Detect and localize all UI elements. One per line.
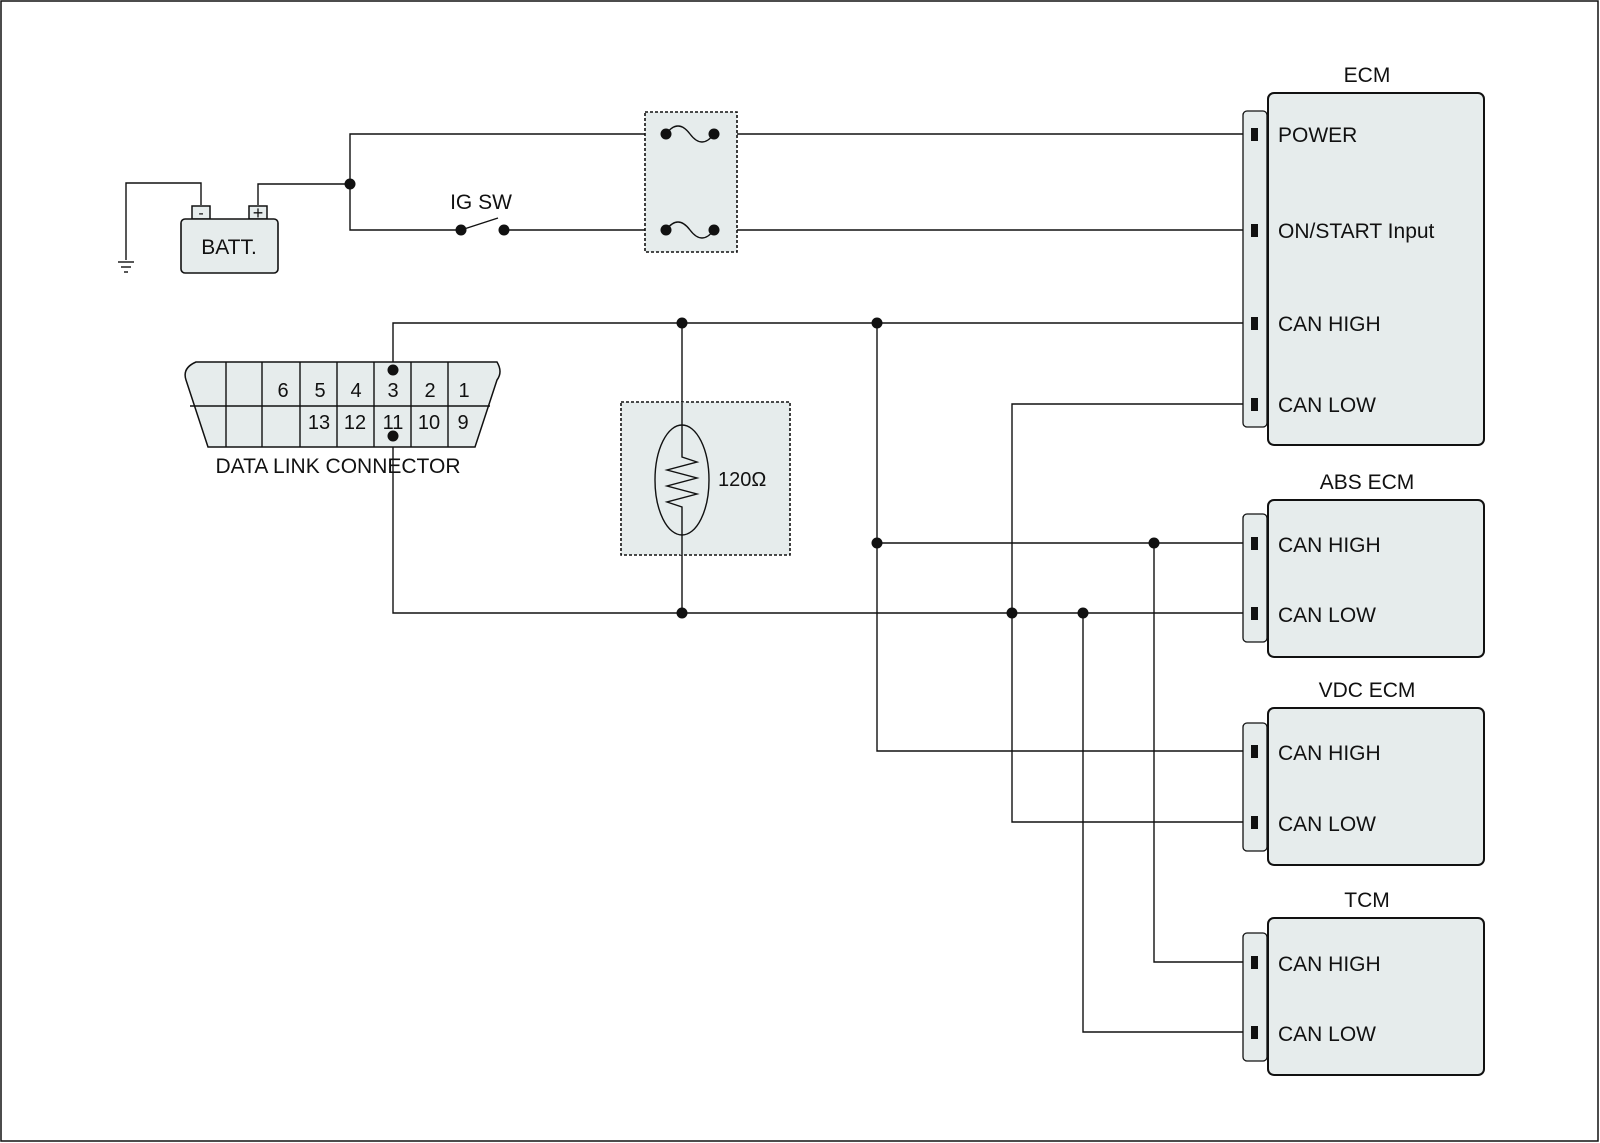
pin-label-can-high: CAN HIGH (1278, 534, 1381, 557)
dlc-pin-12: 12 (344, 412, 366, 434)
can-low-tcm-wire (1082, 613, 1252, 1033)
dlc-pin-10: 10 (418, 412, 440, 434)
wires (125, 133, 1252, 1033)
pin-terminal (1251, 607, 1258, 620)
dlc-pin-2: 2 (424, 380, 435, 402)
pin-label-can-low: CAN LOW (1278, 604, 1376, 627)
module-title: VDC ECM (1319, 679, 1416, 702)
dlc-pin-5: 5 (314, 380, 325, 402)
ig-switch-label: IG SW (450, 191, 512, 214)
junction-dot (676, 607, 688, 619)
pin-label-can-low: CAN LOW (1278, 1023, 1376, 1046)
module-title: TCM (1344, 889, 1390, 912)
pin-label-can-high: CAN HIGH (1278, 742, 1381, 765)
pin-terminal (1251, 128, 1258, 141)
module-ecm: ECM POWER ON/START Input CAN HIGH CAN LO… (1242, 64, 1485, 446)
pin-label-can-low: CAN LOW (1278, 813, 1376, 836)
dlc-label: DATA LINK CONNECTOR (215, 455, 460, 478)
pin-label-can-high: CAN HIGH (1278, 313, 1381, 336)
module-vdc-ecm: VDC ECM CAN HIGH CAN LOW (1242, 679, 1485, 866)
module-title: ECM (1344, 64, 1391, 87)
ignition-switch: IG SW (450, 191, 512, 236)
fuse-icon (660, 125, 720, 143)
terminating-resistor: 120Ω (620, 401, 791, 556)
junction-dot (344, 178, 356, 190)
switch-contact-dot (498, 224, 510, 236)
dlc-pin-9: 9 (457, 412, 468, 434)
fuse-box (644, 111, 738, 253)
dlc-pin-13: 13 (308, 412, 330, 434)
module-connector (1242, 932, 1268, 1062)
module-tcm: TCM CAN HIGH CAN LOW (1242, 889, 1485, 1076)
battery: - + BATT. (180, 203, 279, 274)
dlc-pin-6: 6 (277, 380, 288, 402)
dlc-pin-11-contact (387, 430, 399, 442)
dlc-pin-4: 4 (350, 380, 361, 402)
resistor-label: 120Ω (718, 469, 766, 491)
resistor-zigzag-icon (664, 425, 700, 535)
junction-dot (871, 317, 883, 329)
junction-dot (871, 537, 883, 549)
module-body (1267, 707, 1485, 866)
junction-dot (1006, 607, 1018, 619)
pin-label-can-high: CAN HIGH (1278, 953, 1381, 976)
pin-terminal (1251, 1026, 1258, 1039)
pin-terminal (1251, 317, 1258, 330)
battery-label: BATT. (201, 236, 257, 259)
junction-dot (1077, 607, 1089, 619)
module-connector (1242, 722, 1268, 852)
ground-icon (118, 261, 134, 273)
junction-dots (344, 178, 1160, 619)
can-low-main-wire (392, 436, 1252, 614)
battery-negative-sign: - (198, 205, 203, 222)
fuse-icon (660, 221, 720, 239)
battery-body (180, 218, 279, 274)
battery-positive-sign: + (253, 203, 264, 223)
dlc-pin-11: 11 (383, 412, 404, 434)
pin-terminal (1251, 816, 1258, 829)
module-body (1267, 92, 1485, 446)
module-body (1267, 917, 1485, 1076)
power-wire-to-fuse (349, 133, 666, 184)
ig-switch-feed-wire (349, 184, 460, 231)
junction-dot (676, 317, 688, 329)
pin-label-power: POWER (1278, 124, 1357, 147)
ground-wire (125, 182, 202, 260)
pin-terminal (1251, 398, 1258, 411)
module-body (1267, 499, 1485, 658)
can-high-main-wire (392, 322, 1252, 370)
pin-label-on-start: ON/START Input (1278, 220, 1435, 243)
data-link-connector: 6 5 4 3 2 1 13 12 11 10 9 DATA LINK CONN… (184, 361, 501, 478)
pin-terminal (1251, 224, 1258, 237)
pin-terminal (1251, 956, 1258, 969)
dlc-pin-3: 3 (387, 380, 398, 402)
can-high-tcm-wire (1153, 543, 1252, 963)
dlc-pin-1: 1 (458, 380, 469, 402)
module-connector (1242, 513, 1268, 643)
battery-positive-wire (257, 183, 350, 205)
module-abs-ecm: ABS ECM CAN HIGH CAN LOW (1242, 471, 1485, 658)
dlc-body (184, 361, 501, 448)
pin-label-can-low: CAN LOW (1278, 394, 1376, 417)
switch-lever (460, 217, 499, 231)
pin-terminal (1251, 745, 1258, 758)
pin-terminal (1251, 537, 1258, 550)
can-high-vdc-wire (876, 323, 1252, 752)
module-connector (1242, 110, 1268, 428)
module-title: ABS ECM (1320, 471, 1415, 494)
dlc-pin-3-contact (387, 364, 399, 376)
junction-dot (1148, 537, 1160, 549)
